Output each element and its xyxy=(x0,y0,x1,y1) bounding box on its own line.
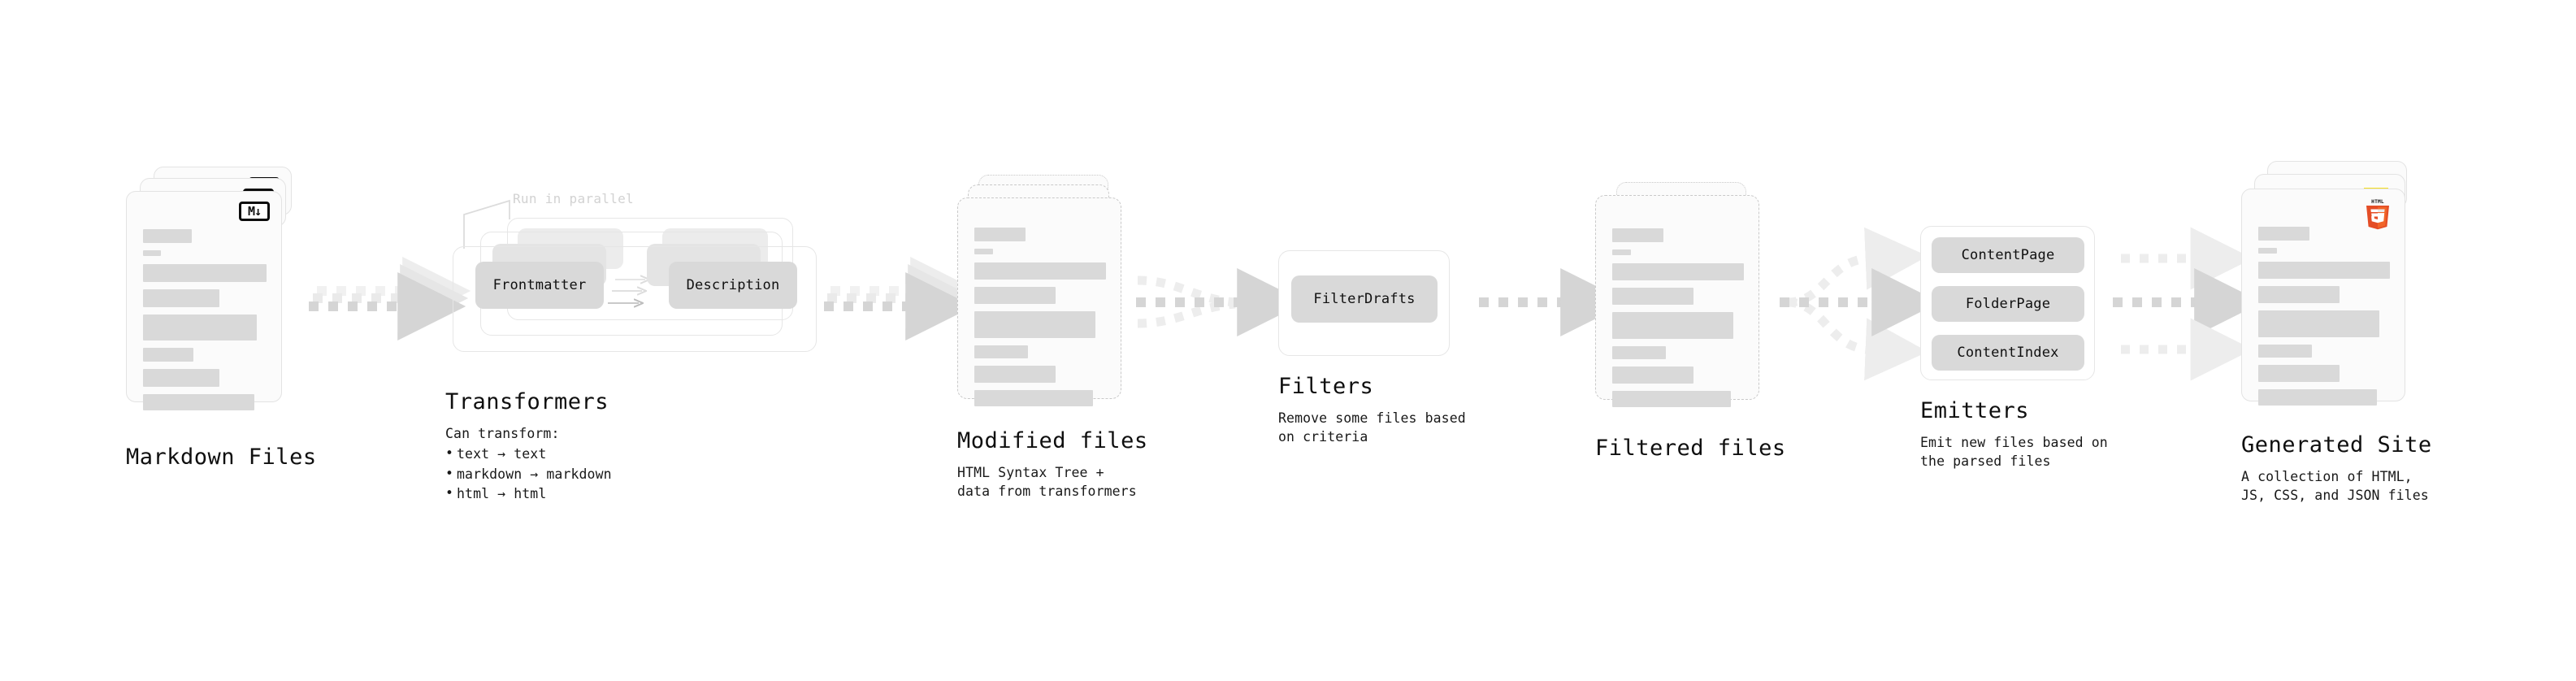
filtered-files-label: Filtered files xyxy=(1595,436,1786,461)
doc-line xyxy=(974,287,1056,304)
modified-doc-lines xyxy=(974,228,1106,414)
transformers-description-lead: Can transform: xyxy=(445,426,560,441)
arrow-transformers-to-modified xyxy=(824,257,979,340)
doc-line xyxy=(2258,248,2277,254)
doc-line xyxy=(974,390,1093,406)
doc-line xyxy=(2258,286,2340,303)
transformers-label: Transformers xyxy=(445,389,609,414)
doc-line xyxy=(1612,228,1663,242)
filtered-file-stack xyxy=(1595,182,1766,426)
markdown-files-label: Markdown Files xyxy=(126,445,317,470)
filters-box[interactable]: FilterDrafts xyxy=(1278,250,1450,356)
transformer-node-description[interactable]: Description xyxy=(669,262,797,309)
stage-filters: FilterDrafts Filters Remove some files b… xyxy=(1278,250,1466,447)
doc-line xyxy=(143,369,220,387)
markdown-doc-lines xyxy=(143,229,267,418)
emitters-group: ContentPage FolderPage ContentIndex xyxy=(1920,226,2099,380)
arrow-emitters-to-site xyxy=(2113,227,2263,381)
doc-line xyxy=(143,314,257,340)
filter-node-filterdrafts[interactable]: FilterDrafts xyxy=(1291,275,1438,323)
generated-site-description: A collection of HTML, JS, CSS, and JSON … xyxy=(2241,469,2429,504)
markdown-badge-front[interactable]: M↓ xyxy=(239,202,270,221)
doc-line xyxy=(1612,249,1631,255)
html5-badge-icon: HTML xyxy=(2364,197,2392,230)
modified-file-stack xyxy=(957,175,1128,419)
doc-line xyxy=(143,289,220,307)
html5-icon: HTML xyxy=(2366,199,2389,230)
transformer-box-front[interactable]: Frontmatter Description xyxy=(453,246,817,352)
stage-modified-files: Modified files HTML Syntax Tree + data f… xyxy=(957,175,1148,501)
doc-line xyxy=(2258,262,2390,279)
generated-doc-lines xyxy=(2258,227,2390,413)
doc-line xyxy=(1612,263,1744,280)
doc-line xyxy=(143,250,161,256)
doc-line xyxy=(143,229,192,243)
doc-line xyxy=(1612,346,1667,359)
modified-card-front[interactable] xyxy=(957,197,1121,406)
emitters-description: Emit new files based on the parsed files xyxy=(1920,435,2108,470)
doc-line xyxy=(1612,367,1694,384)
doc-line xyxy=(2258,227,2309,241)
doc-line xyxy=(1612,288,1694,305)
stage-markdown-files: M↓ M↓ M↓ Markdown Files xyxy=(126,167,317,470)
stage-filtered-files: Filtered files xyxy=(1595,182,1786,461)
emitter-node-contentpage[interactable]: ContentPage xyxy=(1932,237,2084,273)
arrow-markdown-to-transformers xyxy=(309,257,471,340)
filtered-doc-lines xyxy=(1612,228,1744,414)
generated-card-front[interactable]: HTML xyxy=(2241,189,2405,406)
filters-label: Filters xyxy=(1278,374,1374,399)
stage-emitters: ContentPage FolderPage ContentIndex Emit… xyxy=(1920,226,2108,471)
doc-line xyxy=(1612,391,1731,407)
run-in-parallel-label: Run in parallel xyxy=(513,191,634,206)
doc-line xyxy=(2258,365,2340,382)
doc-line xyxy=(143,348,194,362)
svg-text:HTML: HTML xyxy=(2371,199,2384,205)
doc-line xyxy=(974,311,1096,338)
doc-line xyxy=(974,262,1106,280)
arrow-modified-to-filters xyxy=(1136,268,1306,336)
arrow-filtered-to-emitters xyxy=(1780,227,1941,381)
doc-line xyxy=(143,394,254,410)
doc-line xyxy=(2258,310,2380,337)
doc-line xyxy=(974,249,993,254)
emitters-label: Emitters xyxy=(1920,398,2030,423)
transformers-bullet-item: html → html xyxy=(445,484,827,504)
modified-files-description: HTML Syntax Tree + data from transformer… xyxy=(957,465,1137,500)
doc-line xyxy=(143,264,267,282)
transformers-group: Run in parallel Frontmatter Description xyxy=(445,191,827,358)
generated-site-label: Generated Site xyxy=(2241,432,2432,458)
doc-line xyxy=(2258,345,2313,358)
emitter-node-contentindex[interactable]: ContentIndex xyxy=(1932,335,2084,371)
filters-group: FilterDrafts xyxy=(1278,250,1450,356)
modified-files-label: Modified files xyxy=(957,428,1148,453)
filters-description: Remove some files based on criteria xyxy=(1278,410,1466,445)
filtered-card-front[interactable] xyxy=(1595,195,1759,407)
transformer-node-frontmatter[interactable]: Frontmatter xyxy=(475,262,604,309)
doc-line xyxy=(2258,389,2377,406)
doc-line xyxy=(974,366,1056,383)
doc-line xyxy=(1612,312,1734,339)
transformers-bullet-item: markdown → markdown xyxy=(445,464,827,484)
emitters-box[interactable]: ContentPage FolderPage ContentIndex xyxy=(1920,226,2095,380)
markdown-card-front: M↓ xyxy=(126,191,282,410)
stage-generated-site: CSS HTML xyxy=(2241,161,2432,505)
markdown-file-stack: M↓ M↓ M↓ xyxy=(126,167,297,427)
doc-line xyxy=(974,345,1029,358)
transformers-bullet-item: text → text xyxy=(445,444,827,464)
stage-transformers: Run in parallel Frontmatter Description … xyxy=(445,191,827,505)
generated-site-stack: CSS HTML xyxy=(2241,161,2420,421)
doc-line xyxy=(974,228,1026,241)
transformers-bullet-list: text → text markdown → markdown html → h… xyxy=(445,444,827,504)
emitter-node-folderpage[interactable]: FolderPage xyxy=(1932,286,2084,322)
